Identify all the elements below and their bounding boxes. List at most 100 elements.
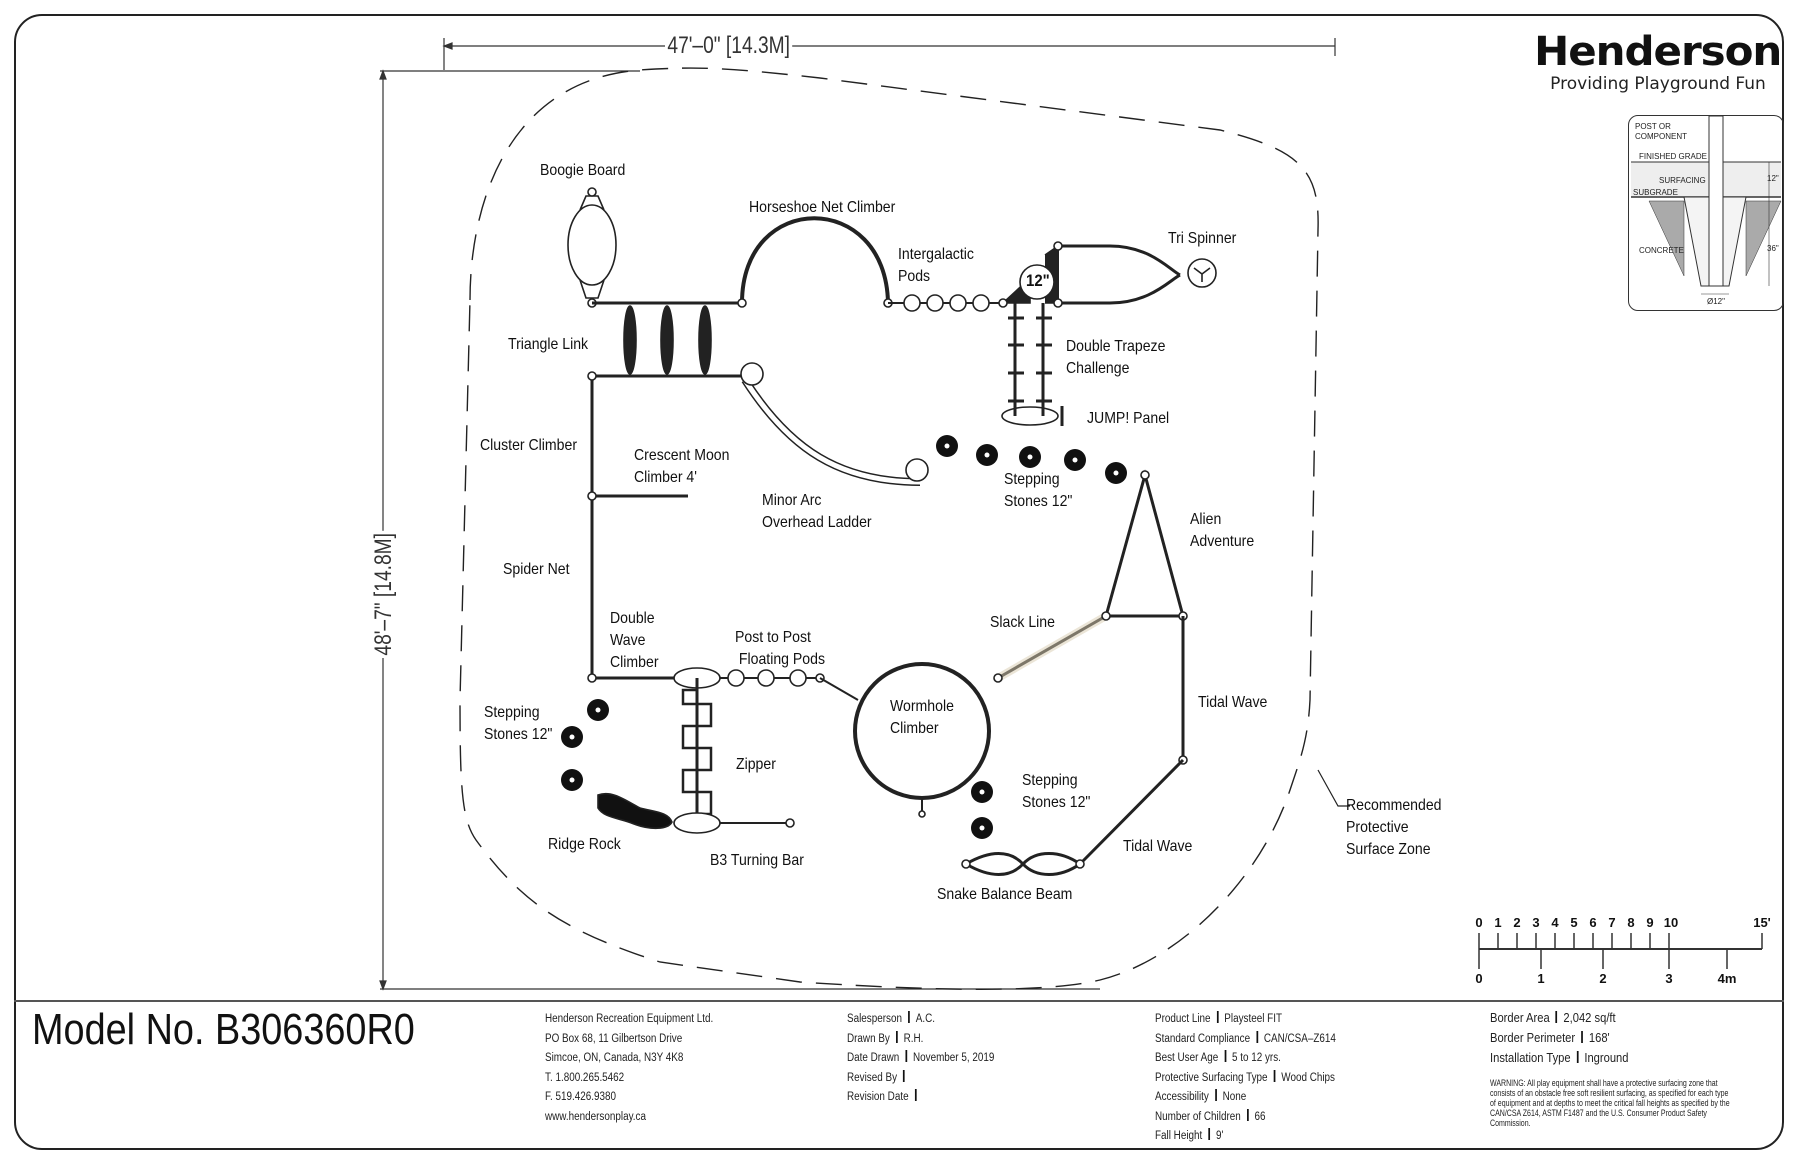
tidal-wave-shape-2 bbox=[1078, 758, 1185, 866]
site-plan bbox=[379, 38, 1350, 991]
label-stepping-stones-left: Stepping Stones 12" bbox=[484, 704, 553, 743]
label-slack-line: Slack Line bbox=[990, 614, 1055, 631]
company-city: Simcoe, ON, Canada, N3Y 4K8 bbox=[545, 1052, 684, 1064]
alien-adventure-shape bbox=[1104, 469, 1185, 618]
detail-concrete: CONCRETE bbox=[1639, 246, 1684, 255]
scale-ft-9: 9 bbox=[1646, 915, 1654, 930]
scale-ft-1: 1 bbox=[1494, 915, 1502, 930]
scale-ft-8: 8 bbox=[1627, 915, 1635, 930]
floating-pods-shape bbox=[727, 669, 807, 687]
label-tri-spinner: Tri Spinner bbox=[1168, 230, 1237, 247]
label-surface-zone: Recommended Protective Surface Zone bbox=[1346, 797, 1442, 858]
b3-turning-bar-shape bbox=[785, 818, 795, 828]
scale-ft-5: 5 bbox=[1570, 915, 1578, 930]
triangle-link-shape bbox=[623, 305, 712, 375]
label-intergalactic-pods: Intergalactic Pods bbox=[898, 246, 974, 285]
safety-warning: WARNING: All play equipment shall have a… bbox=[1490, 1078, 1730, 1128]
label-snake-balance-beam: Snake Balance Beam bbox=[937, 886, 1073, 903]
detail-finished-grade: FINISHED GRADE bbox=[1639, 152, 1708, 161]
protective-surface-zone bbox=[459, 67, 1319, 990]
snake-beam-shape bbox=[965, 852, 1081, 876]
scale-bar: 0 1 2 3 4 5 6 7 8 9 10 15' 0 1 2 3 4m bbox=[1470, 905, 1771, 986]
label-triangle-link: Triangle Link bbox=[508, 336, 589, 353]
model-number: Model No. B306360R0 bbox=[32, 1005, 415, 1054]
info-revision-date: Revision Date bbox=[847, 1088, 994, 1108]
scale-ft-7: 7 bbox=[1608, 915, 1616, 930]
footing-detail: POST OR COMPONENT FINISHED GRADE SURFACI… bbox=[1628, 115, 1784, 311]
label-cluster-climber: Cluster Climber bbox=[480, 437, 578, 454]
label-stepping-stones-bottom: Stepping Stones 12" bbox=[1022, 772, 1091, 811]
scale-ft-2: 2 bbox=[1513, 915, 1521, 930]
logo-tagline: Providing Playground Fun bbox=[1550, 74, 1766, 94]
label-alien-adventure: Alien Adventure bbox=[1190, 511, 1255, 550]
company-address: PO Box 68, 11 Gilbertson Drive bbox=[545, 1032, 683, 1045]
scale-m-0: 0 bbox=[1475, 971, 1483, 986]
company-phone: T. 1.800.265.5462 bbox=[545, 1071, 625, 1084]
intergalactic-pods-shape bbox=[903, 294, 990, 312]
label-minor-arc: Minor Arc Overhead Ladder bbox=[762, 492, 872, 531]
drawing-border bbox=[14, 14, 1784, 1150]
label-post-to-post: Post to Post Floating Pods bbox=[735, 629, 826, 668]
label-double-wave: Double Wave Climber bbox=[610, 610, 659, 671]
label-b3-turning-bar: B3 Turning Bar bbox=[710, 852, 804, 869]
scale-m-2: 2 bbox=[1599, 971, 1607, 986]
label-ridge-rock: Ridge Rock bbox=[548, 836, 621, 853]
scale-m-4: 4m bbox=[1717, 971, 1737, 986]
logo-wordmark: Henderson bbox=[1534, 29, 1782, 75]
scale-ft-4: 4 bbox=[1551, 915, 1559, 930]
scale-m-1: 1 bbox=[1537, 971, 1545, 986]
scale-ft-15: 15' bbox=[1753, 915, 1771, 930]
zipper-shape bbox=[681, 688, 713, 816]
label-tidal-wave-1: Tidal Wave bbox=[1198, 694, 1268, 711]
label-tidal-wave-2: Tidal Wave bbox=[1123, 838, 1193, 855]
detail-diameter: Ø12" bbox=[1707, 297, 1725, 306]
company-info: Henderson Recreation Equipment Ltd. PO B… bbox=[545, 1010, 713, 1127]
width-dimension-label: 47'–0" [14.3M] bbox=[665, 32, 793, 60]
scale-ft-3: 3 bbox=[1532, 915, 1540, 930]
detail-post-label-1: POST OR bbox=[1635, 122, 1671, 131]
label-horseshoe-net-climber: Horseshoe Net Climber bbox=[749, 199, 896, 216]
ridge-rock-shape bbox=[597, 792, 673, 830]
scale-ft-10: 10 bbox=[1663, 915, 1679, 930]
label-wormhole: Wormhole Climber bbox=[890, 698, 954, 737]
detail-depth-footing: 36" bbox=[1767, 244, 1779, 253]
jump-panel-shape bbox=[1001, 406, 1059, 426]
scale-m-3: 3 bbox=[1665, 971, 1673, 986]
company-name: Henderson Recreation Equipment Ltd. bbox=[545, 1013, 714, 1025]
tri-spinner-frame bbox=[1058, 244, 1181, 305]
info-revised-by: Revised By bbox=[847, 1069, 994, 1089]
horseshoe-net-shape bbox=[740, 216, 890, 304]
scale-ft-6: 6 bbox=[1589, 915, 1597, 930]
zone-leader-line bbox=[1317, 769, 1350, 807]
detail-depth-surfacing: 12" bbox=[1767, 174, 1779, 183]
company-website[interactable]: www.hendersonplay.ca bbox=[545, 1110, 646, 1123]
company-fax: F. 519.426.9380 bbox=[545, 1091, 616, 1103]
label-crescent-moon: Crescent Moon Climber 4' bbox=[634, 447, 730, 486]
boogie-board-shape bbox=[567, 187, 617, 308]
label-double-trapeze: Double Trapeze Challenge bbox=[1066, 338, 1166, 377]
detail-post-label-2: COMPONENT bbox=[1635, 132, 1687, 141]
height-dimension-label: 48'–7" [14.8M] bbox=[370, 530, 398, 658]
scale-ft-0: 0 bbox=[1475, 915, 1483, 930]
label-zipper: Zipper bbox=[736, 756, 776, 773]
henderson-logo: Henderson Providing Playground Fun bbox=[1534, 30, 1782, 94]
label-boogie-board: Boogie Board bbox=[540, 162, 626, 179]
title-block-divider bbox=[14, 1000, 1784, 1002]
detail-surfacing: SURFACING bbox=[1659, 176, 1706, 185]
label-jump-panel: JUMP! Panel bbox=[1087, 410, 1170, 427]
